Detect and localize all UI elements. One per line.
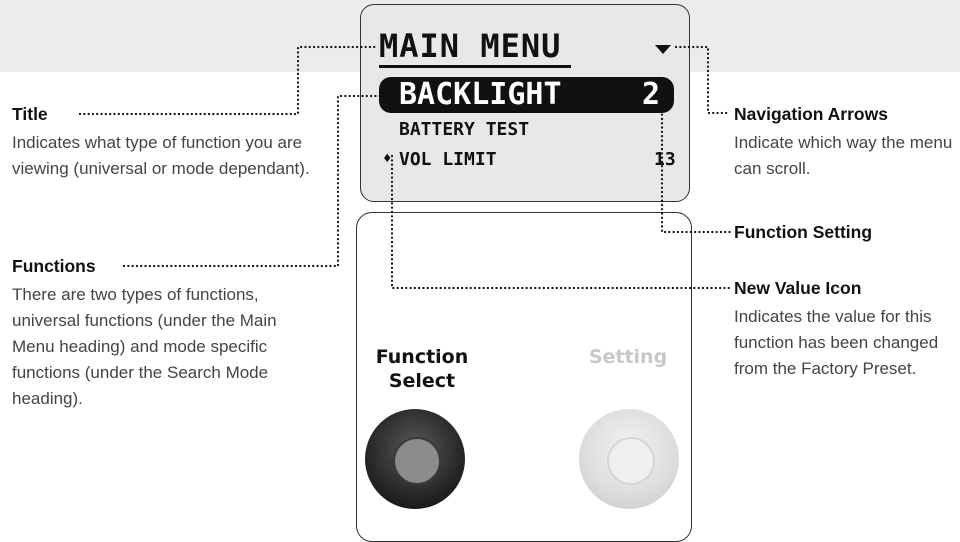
function-setting-callout: Function Setting (734, 221, 958, 243)
navigation-arrows-callout-body: Indicate which way the menu can scroll. (734, 133, 953, 178)
navigation-arrows-leader-line (674, 45, 732, 115)
functions-callout-body: There are two types of functions, univer… (12, 285, 277, 408)
navigation-arrows-callout-heading: Navigation Arrows (734, 104, 888, 124)
lcd-row-value: 2 (641, 77, 660, 112)
function-select-button-cap (393, 437, 441, 485)
lcd-row-selected: BACKLIGHT 2 (379, 77, 674, 113)
title-callout-heading: Title (12, 104, 48, 124)
function-select-label: Function Select (375, 346, 469, 392)
lcd-title: MAIN MENU (379, 27, 562, 65)
new-value-diamond-icon: ♦ (383, 151, 392, 167)
lcd-screen: MAIN MENU BACKLIGHT 2 BATTERY TEST ♦ VOL… (360, 4, 690, 202)
functions-callout: Functions There are two types of functio… (12, 255, 312, 412)
leader-lines (78, 45, 732, 290)
functions-leader-line (122, 94, 382, 268)
function-setting-leader-line (660, 104, 732, 234)
new-value-icon-callout-heading: New Value Icon (734, 278, 862, 298)
new-value-icon-callout: New Value Icon Indicates the value for t… (734, 277, 958, 382)
lcd-row-label: VOL LIMIT (399, 149, 497, 170)
lcd-title-underline (379, 65, 571, 68)
function-setting-callout-heading: Function Setting (734, 222, 873, 242)
lcd-row-value: 13 (654, 149, 676, 170)
navigation-arrows-callout: Navigation Arrows Indicate which way the… (734, 103, 958, 182)
navigation-down-arrow-icon (655, 45, 671, 54)
functions-callout-heading: Functions (12, 256, 96, 276)
setting-button-cap (607, 437, 655, 485)
new-value-icon-callout-body: Indicates the value for this function ha… (734, 307, 939, 378)
new-value-icon-leader-line (390, 154, 732, 290)
title-callout: Title Indicates what type of function yo… (12, 103, 332, 182)
lcd-row-label: BACKLIGHT (399, 77, 562, 112)
setting-label: Setting (588, 346, 668, 368)
lcd-row-label: BATTERY TEST (399, 119, 530, 140)
control-panel: Function Select Setting (356, 212, 692, 542)
title-callout-body: Indicates what type of function you are … (12, 133, 310, 178)
